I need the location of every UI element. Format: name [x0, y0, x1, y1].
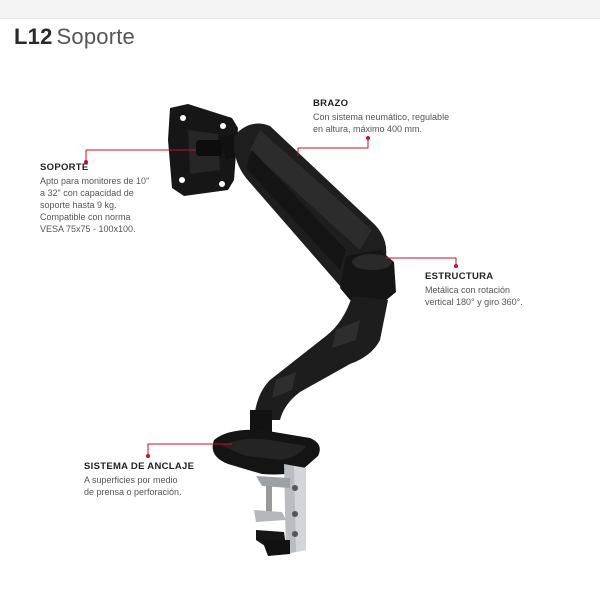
- callout-estructura: ESTRUCTURA Metálica con rotación vertica…: [425, 271, 575, 308]
- callout-soporte: SOPORTE Apto para monitores de 10" a 32"…: [40, 162, 170, 235]
- desk-clamp: [254, 464, 306, 556]
- upper-arm: [233, 123, 387, 295]
- clamp-base: [212, 429, 320, 475]
- vesa-plate: [168, 104, 238, 196]
- leader-estructura: [386, 257, 457, 266]
- top-bar: [0, 0, 600, 19]
- callout-brazo-text: Con sistema neumático, regulable en altu…: [313, 112, 450, 134]
- callout-brazo: BRAZO Con sistema neumático, regulable e…: [313, 98, 483, 135]
- callout-brazo-heading: BRAZO: [313, 98, 349, 109]
- callout-soporte-heading: SOPORTE: [40, 162, 89, 173]
- lower-arm: [254, 296, 388, 420]
- leader-brazo: [297, 138, 369, 156]
- callout-estructura-heading: ESTRUCTURA: [425, 271, 494, 282]
- callout-anclaje-heading: SISTEMA DE ANCLAJE: [84, 461, 195, 472]
- callout-leaders: [85, 138, 457, 456]
- callout-anclaje: SISTEMA DE ANCLAJE A superficies por med…: [84, 461, 244, 498]
- leader-soporte: [85, 149, 196, 162]
- leader-anclaje: [147, 443, 232, 456]
- callout-anclaje-text: A superficies por medio de prensa o perf…: [84, 475, 182, 497]
- elbow-joint: [340, 250, 396, 302]
- callout-estructura-text: Metálica con rotación vertical 180° y gi…: [425, 285, 523, 307]
- model-code: L12: [14, 24, 53, 49]
- callout-soporte-text: Apto para monitores de 10" a 32" con cap…: [40, 176, 150, 234]
- leader-dots: [84, 136, 458, 458]
- product-name: Soporte: [56, 24, 135, 49]
